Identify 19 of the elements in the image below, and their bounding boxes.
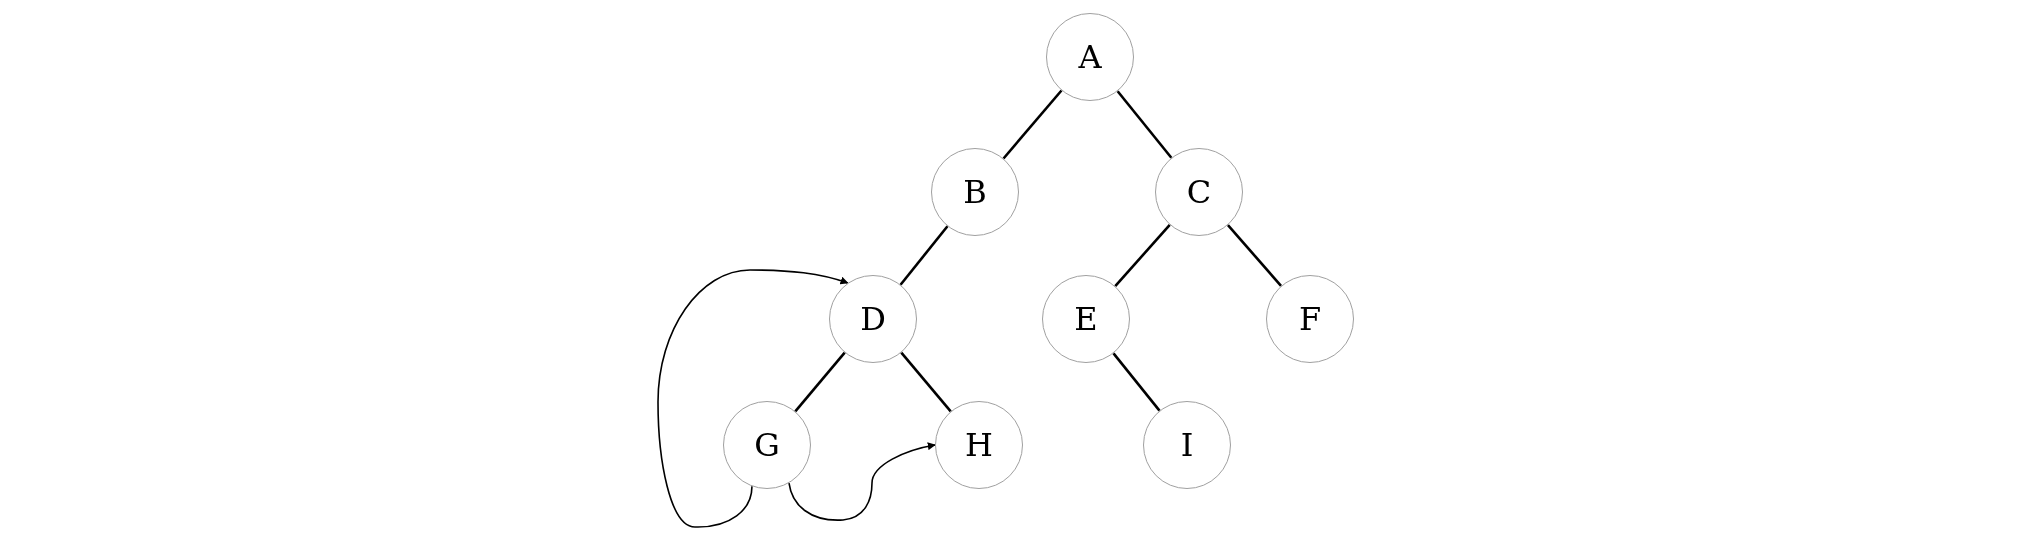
node-label: A (1078, 41, 1102, 73)
node-label: H (965, 429, 993, 461)
node-label: I (1180, 429, 1194, 461)
node-label: D (860, 303, 886, 335)
tree-edge (1002, 89, 1063, 160)
tree-edge (900, 351, 952, 413)
tree-edge (794, 351, 846, 413)
tree-edge (1116, 90, 1173, 159)
tree-edge (1112, 352, 1161, 412)
tree-edge (1114, 224, 1171, 287)
thread-arrow (657, 269, 849, 528)
tree-edge (899, 225, 949, 286)
tree-edge (1226, 224, 1283, 287)
node-label: C (1186, 176, 1212, 208)
node-label: E (1074, 303, 1098, 335)
node-label: G (754, 429, 780, 461)
node-label: B (963, 176, 987, 208)
thread-arrow (788, 442, 936, 521)
node-label: F (1298, 303, 1322, 335)
